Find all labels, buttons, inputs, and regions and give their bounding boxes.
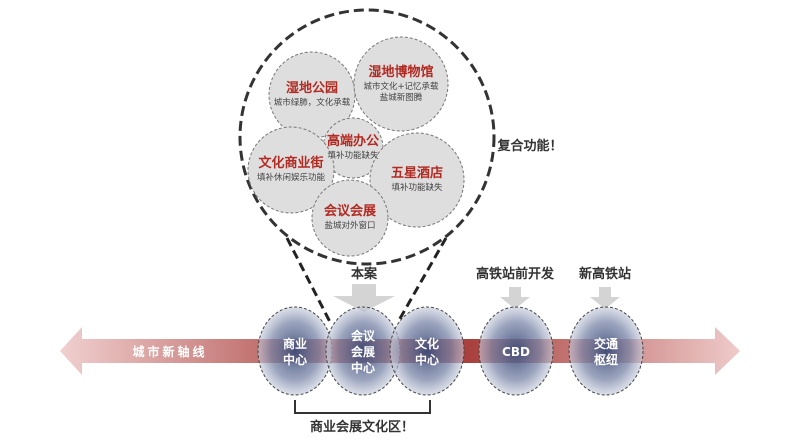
node-circle — [568, 306, 644, 396]
project-arrow — [333, 284, 395, 312]
node-label: 商业 — [283, 336, 307, 351]
cbd-pointer-label: 高铁站前开发 — [476, 266, 555, 282]
function-title: 高端办公 — [327, 133, 379, 149]
function-title: 湿地公园 — [286, 80, 338, 96]
function-desc: 填补功能缺失 — [327, 150, 379, 161]
station-pointer-label: 新高铁站 — [579, 266, 631, 282]
project-label: 本案 — [351, 266, 378, 282]
function-desc: 填补休闲娱乐功能 — [257, 172, 326, 183]
function-desc: 城市文化+记忆承载 — [363, 81, 439, 92]
node-circle — [257, 306, 333, 396]
function-circle — [353, 36, 449, 132]
function-circle — [311, 179, 389, 257]
zoom-connector-right — [396, 237, 448, 323]
function-title: 文化商业街 — [258, 155, 323, 171]
composite-function-caption: 复合功能！ — [496, 138, 562, 154]
function-desc: 城市绿肺，文化承载 — [274, 97, 351, 108]
axis-node: CBD — [478, 306, 554, 396]
function-desc: 填补功能缺失 — [391, 182, 443, 193]
node-circle — [478, 306, 554, 396]
function-title: 五星酒店 — [391, 165, 443, 181]
district-label: 商业会展文化区！ — [310, 419, 414, 435]
axis-label: 城市新轴线 — [132, 344, 207, 359]
node-label: 会议 — [351, 328, 376, 343]
station-pointer-arrow — [590, 287, 620, 309]
node-circle — [389, 306, 465, 396]
district-bracket — [294, 400, 431, 414]
node-label: 文化 — [415, 336, 439, 351]
function-desc: 盐城新图腾 — [380, 92, 423, 103]
function-circle — [247, 126, 335, 214]
node-label: 枢纽 — [594, 352, 618, 367]
node-label: 中心 — [283, 352, 307, 367]
function-desc: 盐城对外窗口 — [324, 220, 375, 231]
function-title: 湿地博物馆 — [368, 64, 433, 80]
node-label: 中心 — [415, 352, 439, 367]
function-texts: 湿地公园城市绿肺，文化承载湿地博物馆城市文化+记忆承载盐城新图腾高端办公填补功能… — [257, 64, 443, 231]
function-title: 会议会展 — [324, 203, 377, 219]
function-circle — [369, 132, 465, 228]
cbd-pointer-arrow — [500, 287, 530, 309]
node-label: 交通 — [594, 336, 618, 351]
node-label: 会展 — [351, 344, 375, 359]
node-label: CBD — [502, 345, 530, 359]
function-circles — [247, 36, 465, 257]
node-label: 中心 — [351, 360, 375, 375]
zoom-connector-left — [285, 237, 332, 323]
